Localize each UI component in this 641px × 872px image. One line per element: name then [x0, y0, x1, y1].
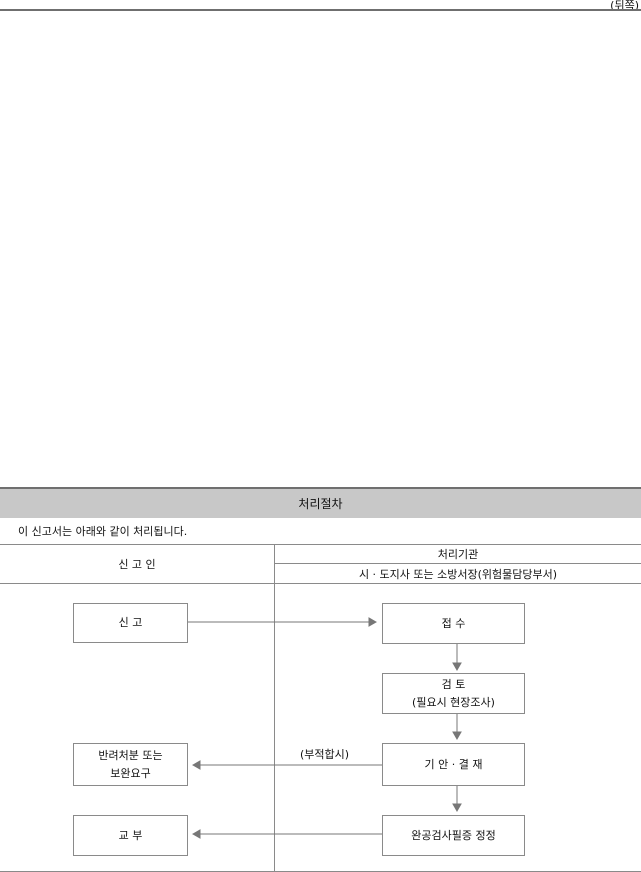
section-intro: 이 신고서는 아래와 같이 처리됩니다. [18, 525, 188, 538]
applicant-column-header: 신 고 인 [118, 558, 156, 571]
arrowhead-certificate [452, 803, 462, 813]
arrowhead-review [452, 662, 462, 672]
section-title-text: 처리절차 [298, 497, 343, 511]
flow-box-review: 검 토 (필요시 현장조사) [382, 673, 525, 714]
flow-box-decision: 기 안 · 결 재 [382, 743, 525, 786]
flow-box-report: 신 고 [73, 603, 188, 643]
flow-issue-label: 교 부 [118, 828, 143, 842]
flow-certificate-label: 완공검사필증 정정 [411, 828, 496, 842]
flow-receive-label: 접 수 [441, 616, 466, 630]
agency-detail-header: 시 · 도지사 또는 소방서장(위험물담당부서) [358, 567, 558, 581]
arrowhead-issue [191, 829, 201, 839]
column-divider [274, 544, 275, 871]
flow-review-label: 검 토 [441, 677, 466, 691]
top-rule [0, 9, 641, 11]
section-title: 처리절차 [0, 489, 641, 518]
reject-condition-note: (부적합시) [300, 748, 350, 761]
arrowhead-receive [368, 617, 378, 627]
flow-box-reject: 반려처분 또는 보완요구 [73, 743, 188, 786]
arrowhead-reject [191, 760, 201, 770]
flow-box-issue: 교 부 [73, 815, 188, 856]
flow-box-certificate: 완공검사필증 정정 [382, 815, 525, 856]
flow-box-receive: 접 수 [382, 603, 525, 644]
flow-decision-label: 기 안 · 결 재 [424, 757, 483, 771]
agency-column-header: 처리기관 [437, 548, 479, 561]
flow-review-note: (필요시 현장조사) [412, 695, 495, 709]
arrowhead-decision [452, 731, 462, 741]
flow-reject-line1: 반려처분 또는 [98, 748, 163, 762]
agency-header-divider [274, 563, 641, 564]
table-top-border [0, 544, 641, 545]
header-bottom-border [0, 583, 641, 584]
section-rule [0, 487, 641, 489]
flow-report-label: 신 고 [118, 616, 143, 629]
flow-reject-line2: 보완요구 [110, 766, 151, 780]
